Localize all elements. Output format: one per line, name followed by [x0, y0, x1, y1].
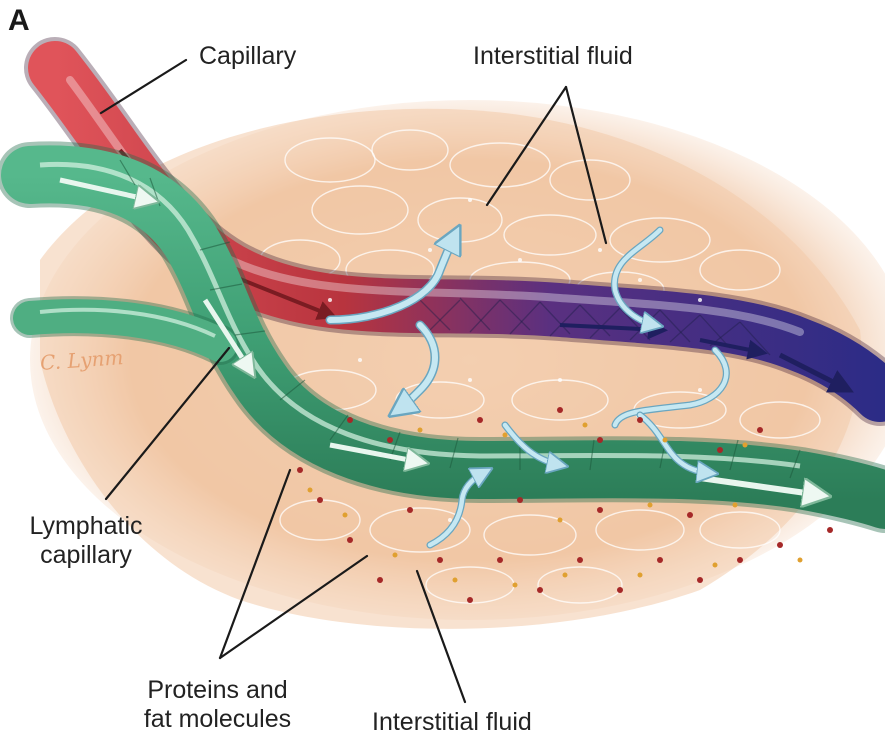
label-lymphatic-line1: Lymphatic	[16, 512, 156, 541]
panel-letter: A	[8, 4, 30, 38]
label-proteins-line1: Proteins and	[125, 676, 310, 705]
label-interstitial-fluid-bottom: Interstitial fluid	[372, 708, 532, 737]
label-lymphatic-line2: capillary	[16, 541, 156, 570]
leader-line-capillary	[101, 60, 186, 113]
label-proteins-and-fat: Proteins and fat molecules	[125, 676, 310, 734]
label-proteins-line2: fat molecules	[125, 705, 310, 734]
label-interstitial-fluid-top: Interstitial fluid	[473, 42, 633, 71]
label-lymphatic-capillary: Lymphatic capillary	[16, 512, 156, 570]
label-capillary: Capillary	[199, 42, 296, 71]
